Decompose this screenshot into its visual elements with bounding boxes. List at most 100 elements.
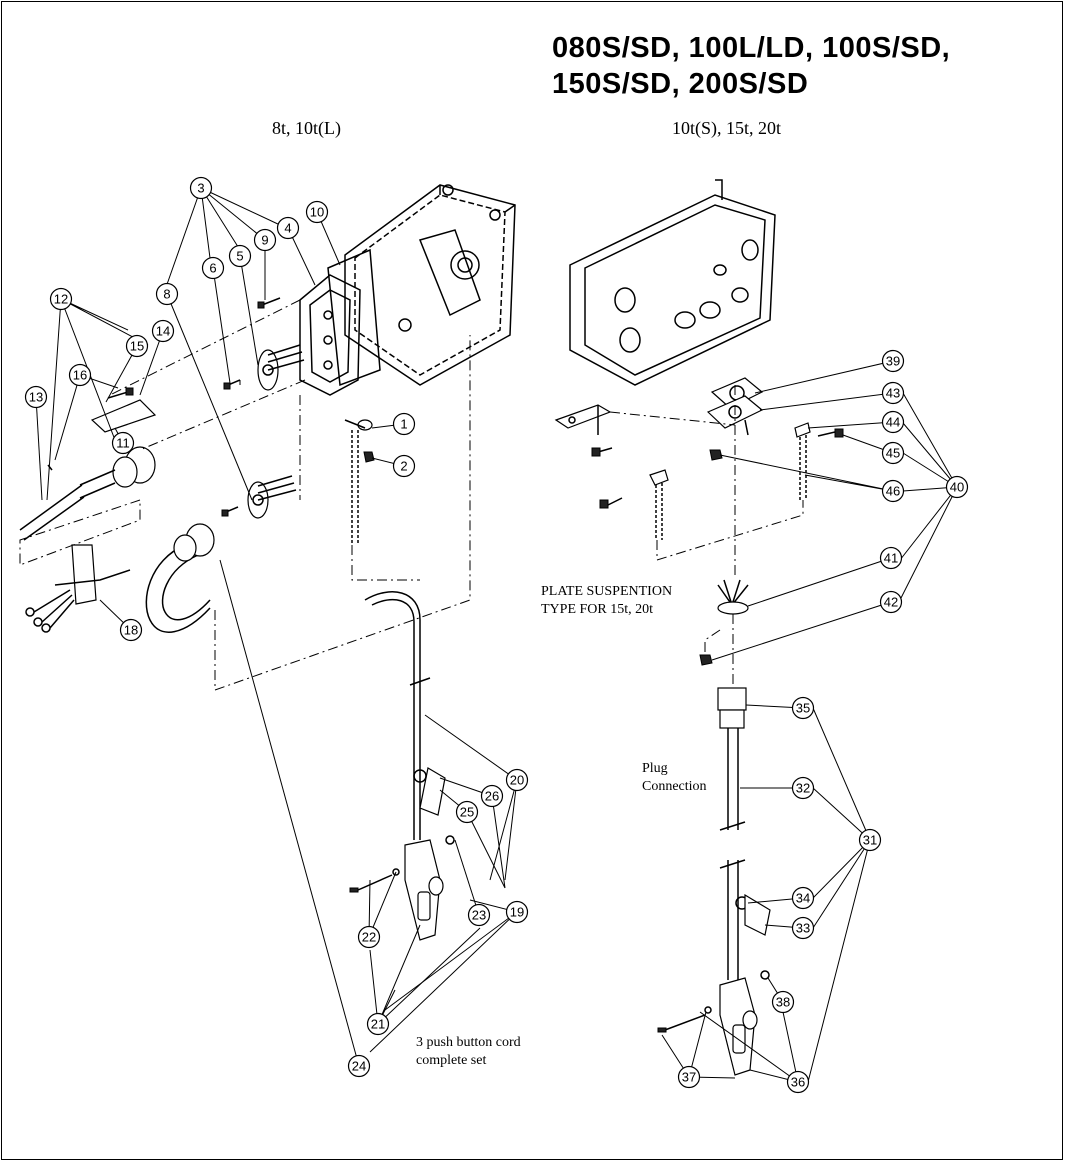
callout-10: 10 (305, 200, 329, 224)
callout-35: 35 (791, 696, 815, 720)
svg-text:45: 45 (886, 446, 900, 461)
svg-text:5: 5 (236, 249, 243, 264)
plug-connection-note: Plug Connection (642, 761, 707, 794)
callout-5: 5 (228, 244, 252, 268)
svg-text:9: 9 (261, 233, 268, 248)
svg-text:37: 37 (682, 1070, 696, 1085)
svg-text:43: 43 (886, 386, 900, 401)
right-suspension-plate (554, 404, 669, 540)
svg-text:32: 32 (796, 781, 810, 796)
svg-text:38: 38 (776, 995, 790, 1010)
left-cable-gland-upper (223, 344, 305, 391)
callout-21: 21 (366, 1012, 390, 1036)
callout-18: 18 (119, 618, 143, 642)
callout-45: 45 (881, 441, 905, 465)
svg-text:3: 3 (197, 181, 204, 196)
callout-26: 26 (480, 784, 504, 808)
svg-text:34: 34 (796, 891, 810, 906)
svg-text:16: 16 (73, 368, 87, 383)
callout-4: 4 (276, 216, 300, 240)
callout-36: 36 (786, 1070, 810, 1094)
svg-text:41: 41 (884, 551, 898, 566)
svg-text:31: 31 (863, 833, 877, 848)
svg-text:11: 11 (116, 436, 130, 451)
callout-13: 13 (24, 385, 48, 409)
svg-text:1: 1 (400, 417, 407, 432)
svg-text:44: 44 (886, 415, 900, 430)
callout-11: 11 (111, 431, 135, 455)
svg-text:23: 23 (472, 908, 486, 923)
svg-text:8: 8 (163, 287, 170, 302)
svg-text:6: 6 (209, 261, 216, 276)
callout-20: 20 (505, 768, 529, 792)
callout-39: 39 (881, 349, 905, 373)
callout-19: 19 (505, 900, 529, 924)
callout-1: 1 (392, 412, 416, 436)
callout-2: 2 (392, 454, 416, 478)
svg-text:42: 42 (884, 595, 898, 610)
right-pendant-switch (657, 970, 770, 1076)
callout-42: 42 (879, 590, 903, 614)
callout-23: 23 (467, 903, 491, 927)
svg-text:22: 22 (362, 930, 376, 945)
left-power-cable-assembly (19, 387, 157, 633)
svg-text:12: 12 (54, 292, 68, 307)
svg-text:20: 20 (510, 773, 524, 788)
left-pendant-cable (364, 591, 446, 840)
right-control-box (569, 179, 776, 386)
callout-12: 12 (49, 287, 73, 311)
callout-34: 34 (791, 886, 815, 910)
right-plug-plates (706, 377, 844, 500)
callout-3: 3 (189, 176, 213, 200)
callout-33: 33 (791, 916, 815, 940)
svg-text:14: 14 (156, 324, 170, 339)
callout-24: 24 (347, 1054, 371, 1078)
left-pendant-switch (349, 835, 455, 941)
svg-text:18: 18 (124, 623, 138, 638)
push-button-set-note: 3 push button cord complete set (416, 1035, 521, 1068)
svg-text:19: 19 (510, 905, 524, 920)
callout-44: 44 (881, 410, 905, 434)
model-title-line-1: 080S/SD, 100L/LD, 100S/SD, (552, 32, 951, 64)
model-title-line-2: 150S/SD, 200S/SD (552, 68, 809, 100)
callout-22: 22 (357, 925, 381, 949)
svg-text:10: 10 (310, 205, 324, 220)
callout-6: 6 (201, 256, 225, 280)
svg-text:15: 15 (130, 339, 144, 354)
callout-46: 46 (881, 479, 905, 503)
callout-31: 31 (858, 828, 882, 852)
callout-15: 15 (125, 334, 149, 358)
callout-16: 16 (68, 363, 92, 387)
right-pendant-cable (719, 821, 771, 980)
callout-32: 32 (791, 776, 815, 800)
callout-25: 25 (455, 800, 479, 824)
svg-text:21: 21 (371, 1017, 385, 1032)
callout-8: 8 (155, 282, 179, 306)
svg-text:46: 46 (886, 484, 900, 499)
callout-14: 14 (151, 319, 175, 343)
leader-lines (35, 187, 958, 1083)
svg-text:40: 40 (950, 480, 964, 495)
callout-38: 38 (771, 990, 795, 1014)
svg-text:4: 4 (284, 221, 291, 236)
svg-text:24: 24 (352, 1059, 366, 1074)
callout-9: 9 (253, 228, 277, 252)
subtitle-right: 10t(S), 15t, 20t (672, 118, 782, 138)
plate-suspension-note: PLATE SUSPENTION TYPE FOR 15t, 20t (541, 584, 673, 617)
left-bent-cable (145, 523, 215, 633)
callout-43: 43 (881, 381, 905, 405)
subtitle-left: 8t, 10t(L) (272, 118, 341, 138)
right-plug-connector (699, 579, 749, 830)
left-control-box (257, 184, 516, 396)
svg-text:35: 35 (796, 701, 810, 716)
svg-text:36: 36 (791, 1075, 805, 1090)
svg-text:25: 25 (460, 805, 474, 820)
left-earth-lead (344, 419, 375, 545)
left-dash-lines (19, 299, 471, 691)
svg-text:2: 2 (400, 459, 407, 474)
callout-40: 40 (945, 475, 969, 499)
left-cable-gland-lower (221, 475, 297, 519)
svg-text:26: 26 (485, 789, 499, 804)
